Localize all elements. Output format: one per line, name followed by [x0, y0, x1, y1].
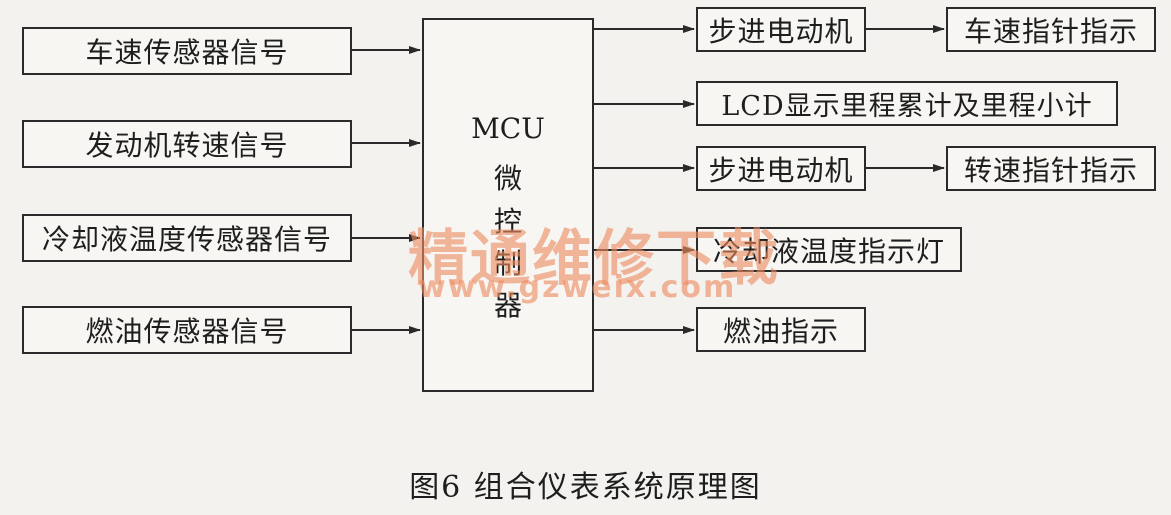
mcu-char-2: 控 [493, 205, 522, 238]
figure-caption: 图6 组合仪表系统原理图 [409, 470, 762, 505]
watermark-url: www.gzweix.com [418, 270, 737, 305]
lcd-display-label: LCD显示里程累计及里程小计 [721, 91, 1093, 122]
input-engine-rpm-signal: 发动机转速信号 [22, 120, 352, 168]
output-lcd-display: LCD显示里程累计及里程小计 [696, 81, 1118, 126]
stepper-motor-2-label: 步进电动机 [708, 153, 854, 187]
output-stepper-motor-1: 步进电动机 [696, 7, 866, 52]
input-engine-rpm-label: 发动机转速信号 [85, 129, 289, 162]
watermark-text: 精通维修下载 [408, 224, 780, 294]
mcu-char-3: 制 [493, 247, 522, 280]
mcu-block: MCU 微 控 制 器 [422, 18, 594, 392]
coolant-temp-light-label: 冷却液温度指示灯 [712, 234, 945, 268]
input-speed-sensor-label: 车速传感器信号 [85, 36, 289, 69]
mcu-char-1: 微 [493, 162, 522, 195]
speed-pointer-label: 车速指针指示 [963, 14, 1138, 48]
output-fuel-indicator: 燃油指示 [696, 307, 866, 352]
rpm-pointer-label: 转速指针指示 [963, 153, 1138, 187]
input-coolant-temp-label: 冷却液温度传感器信号 [41, 223, 332, 256]
output-speed-pointer: 车速指针指示 [946, 7, 1156, 52]
output-stepper-motor-2: 步进电动机 [696, 146, 866, 191]
stepper-motor-1-label: 步进电动机 [708, 14, 854, 48]
output-rpm-pointer: 转速指针指示 [946, 146, 1156, 191]
input-fuel-sensor-signal: 燃油传感器信号 [22, 306, 352, 354]
mcu-title: MCU [471, 112, 545, 145]
input-speed-sensor-signal: 车速传感器信号 [22, 27, 352, 75]
output-coolant-temp-light: 冷却液温度指示灯 [696, 227, 962, 272]
mcu-char-4: 器 [493, 289, 522, 322]
input-coolant-temp-signal: 冷却液温度传感器信号 [22, 214, 352, 262]
fuel-indicator-label: 燃油指示 [722, 314, 839, 348]
input-fuel-sensor-label: 燃油传感器信号 [85, 315, 289, 348]
